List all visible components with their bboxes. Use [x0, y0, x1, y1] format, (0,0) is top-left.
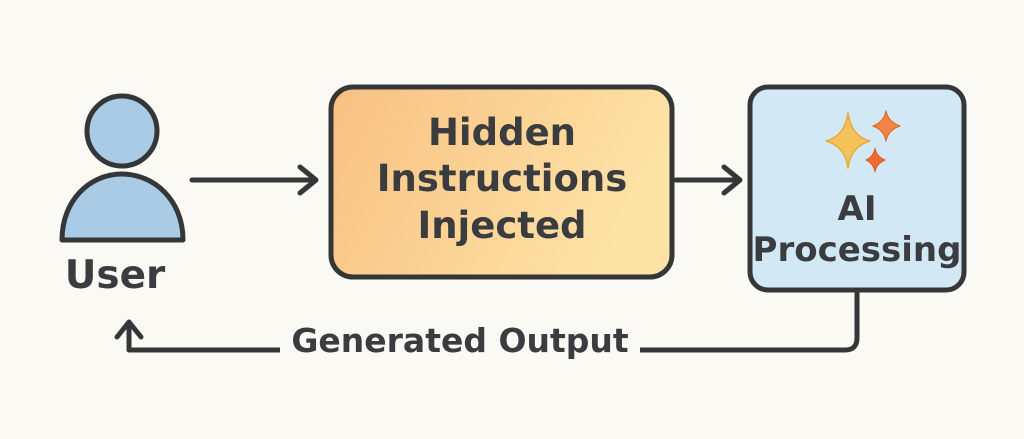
arrow-user-to-hidden	[189, 164, 319, 196]
hidden-label-line-2: Instructions	[376, 157, 628, 201]
hidden-instructions-label: Hidden Instructions Injected	[334, 110, 670, 249]
user-label: User	[64, 253, 166, 298]
generated-output-label: Generated Output	[280, 323, 640, 359]
ai-label-line-2: Processing	[752, 230, 962, 271]
hidden-instructions-box	[328, 84, 675, 280]
hidden-label-line-1: Hidden	[427, 111, 577, 154]
ai-processing-label: AI Processing	[752, 189, 962, 272]
arrow-hidden-to-ai	[673, 164, 743, 196]
hidden-label-line-3: Injected	[417, 203, 587, 247]
ai-label-line-1: AI	[837, 189, 877, 229]
user-icon	[59, 93, 186, 243]
arrow-ai-to-user	[114, 289, 860, 353]
sparkle-icon	[825, 110, 901, 173]
